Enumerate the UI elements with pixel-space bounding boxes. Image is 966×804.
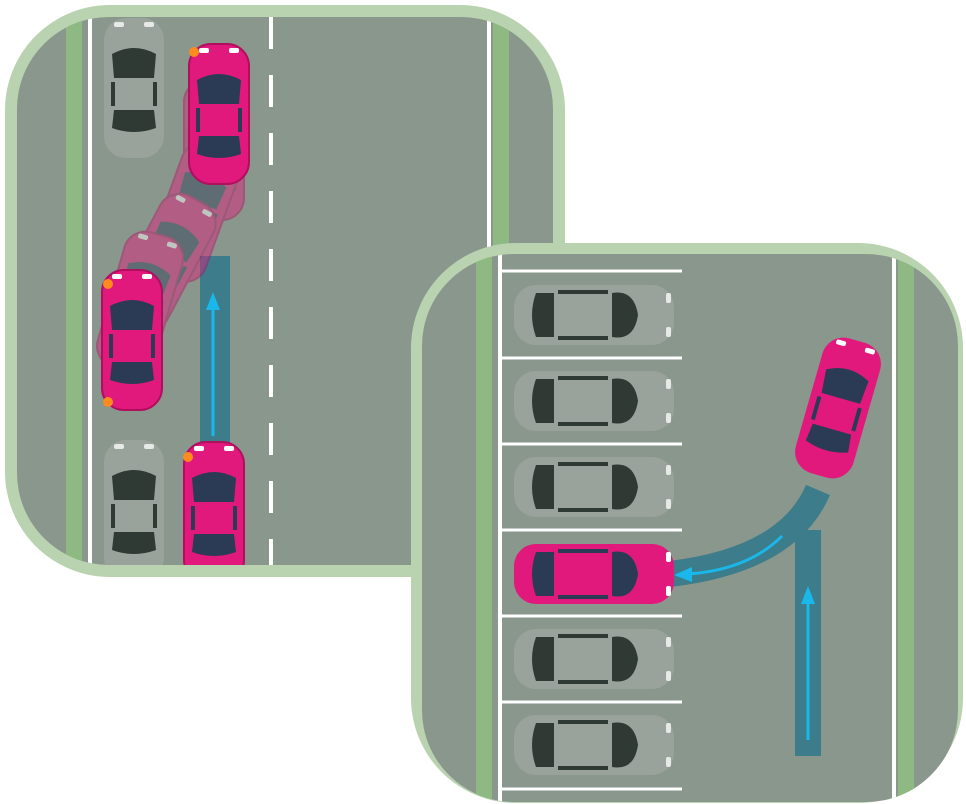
right-curb-line (892, 254, 896, 802)
parked-car-front (104, 18, 164, 158)
parked-car-bay-6 (514, 715, 674, 775)
indicator-light (189, 47, 199, 57)
perpendicular-parking-panel (408, 240, 966, 804)
path-band (200, 256, 230, 446)
indicator-light (103, 279, 113, 289)
left-curb-line (498, 254, 502, 802)
right-verge (898, 254, 914, 802)
asphalt (422, 254, 958, 802)
parked-car-bay-5 (514, 629, 674, 689)
left-curb-line (88, 17, 92, 565)
indicator-light (103, 397, 113, 407)
left-verge (66, 17, 82, 565)
pink-car-parked (514, 544, 674, 604)
pink-car-start (189, 44, 249, 184)
left-verge (476, 254, 492, 802)
parked-car-bay-3 (514, 457, 674, 517)
parked-car-bay-1 (514, 285, 674, 345)
pink-car-final (102, 270, 162, 410)
parked-car-bay-2 (514, 371, 674, 431)
pink-car-approach (184, 442, 244, 580)
indicator-light (183, 452, 193, 462)
perpendicular-parking-scene (408, 240, 966, 804)
parked-car-rear (104, 440, 164, 580)
